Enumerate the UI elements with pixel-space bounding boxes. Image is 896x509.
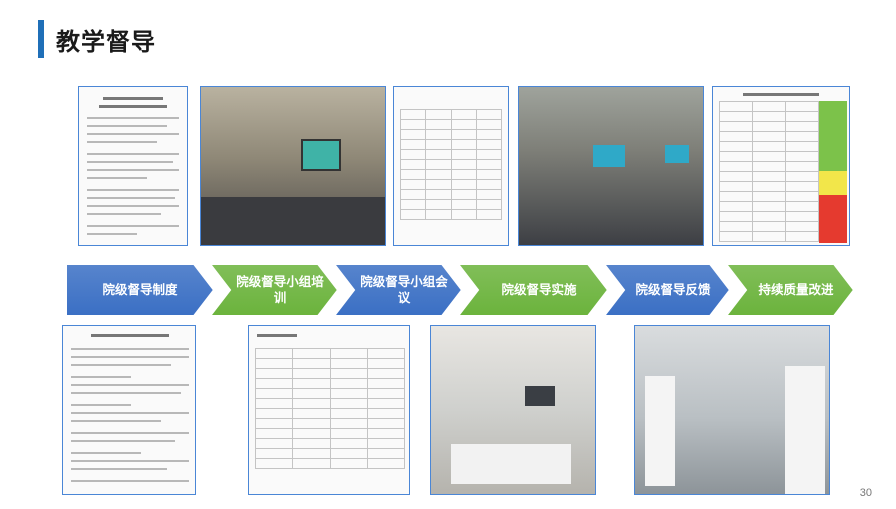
document-thumbnail-group-roster [248,325,410,495]
photo-training-meeting-room [200,86,386,246]
process-step-label: 院级督导小组会议 [360,274,448,305]
process-step-2: 院级督导小组培训 [210,264,338,316]
process-step-label: 院级督导制度 [102,282,178,297]
title-accent-bar [38,20,44,58]
document-thumbnail-supervision-rules [78,86,188,246]
photo-lecture-hall [518,86,704,246]
process-step-1: 院级督导制度 [66,264,214,316]
process-step-4: 院级督导实施 [458,264,608,316]
document-thumbnail-evaluation-table [712,86,850,246]
process-step-5: 院级督导反馈 [604,264,730,316]
process-step-label: 院级督导小组培训 [236,274,324,305]
process-step-label: 院级督导实施 [501,282,577,297]
photo-classroom-supervision [430,325,596,495]
document-thumbnail-supervision-notice [62,325,196,495]
process-step-3: 院级督导小组会议 [334,264,462,316]
process-step-label: 院级督导反馈 [635,282,711,297]
photo-ward-bedside-supervision [634,325,830,495]
page-number: 30 [859,487,872,499]
process-step-6: 持续质量改进 [726,264,854,316]
process-step-label: 持续质量改进 [758,282,834,297]
document-thumbnail-meeting-schedule [393,86,509,246]
page-title: 教学督导 [56,28,156,56]
